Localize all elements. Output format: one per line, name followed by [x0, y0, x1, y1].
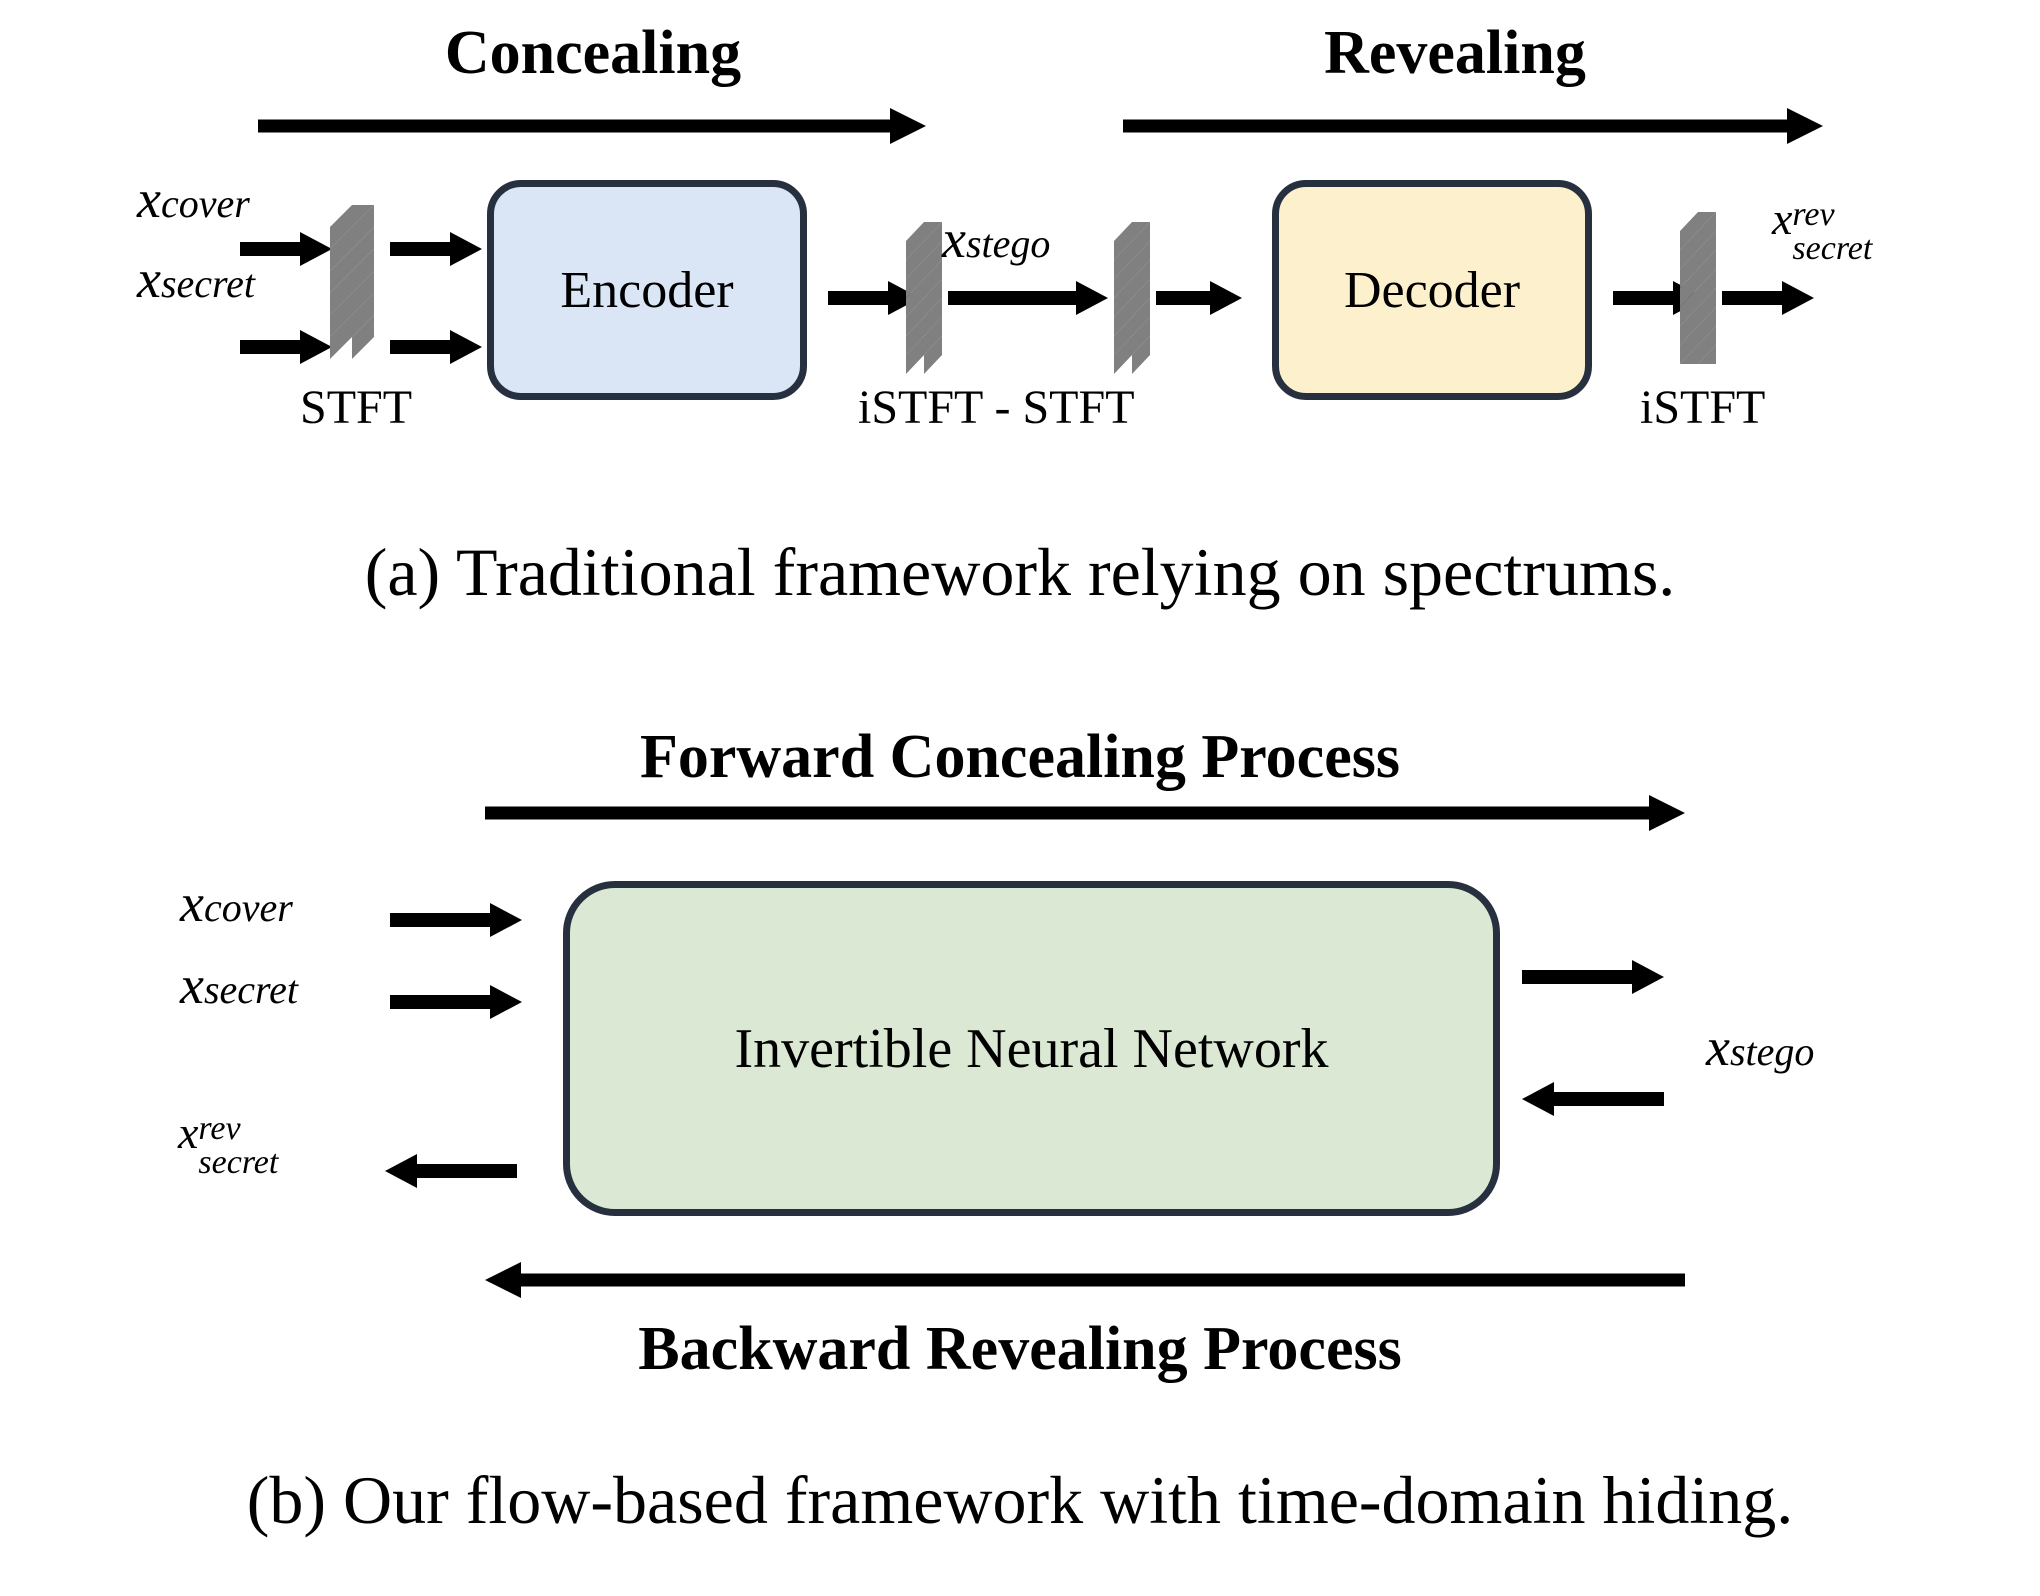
panel-b-heading-backward: Backward Revealing Process [638, 1315, 1402, 1383]
revealing-process-arrow [1123, 108, 1823, 144]
label-x-secret-rev-sup: rev [1792, 196, 1835, 234]
arrow-stego-transfer [948, 281, 1108, 315]
caption-panel-a: (a) Traditional framework relying on spe… [364, 534, 1676, 610]
label-x-stego-base: x [942, 209, 966, 269]
label-x-secret-sub: secret [160, 261, 255, 306]
label-x-stego-panel-b: xstego [1706, 1020, 1814, 1074]
label-x-cover: xcover [137, 172, 250, 226]
label-x-secret-rev-panel-a: x rev secret [1772, 193, 1873, 268]
arrow-inn-to-stego [1522, 960, 1664, 994]
label-x-secret-base-b: x [180, 955, 204, 1015]
arrow-secret-to-stft [240, 330, 332, 364]
label-x-secret-sub-b: secret [203, 967, 298, 1012]
decoder-block-label: Decoder [1343, 261, 1521, 319]
spectrum-lattice-right [1680, 212, 1716, 364]
arrow-stft-to-decoder [1156, 281, 1242, 315]
forward-concealing-arrow [485, 795, 1685, 831]
label-x-cover-panel-b: xcover [180, 876, 293, 930]
arrow-stft-to-encoder-bottom [390, 330, 482, 364]
label-x-secret-rev-sup-b: rev [198, 1110, 241, 1148]
panel-a-heading-concealing: Concealing [444, 19, 742, 87]
label-x-secret-rev-base: x [1772, 193, 1793, 244]
arrow-stft-to-encoder-top [390, 232, 482, 266]
label-x-cover-base-b: x [180, 873, 204, 933]
invertible-neural-network-label: Invertible Neural Network [734, 1017, 1329, 1080]
panel-b-heading-forward: Forward Concealing Process [640, 723, 1400, 791]
spectrum-lattice-istft-mid-right [1114, 222, 1150, 374]
label-stft-left: STFT [300, 381, 413, 434]
label-x-stego-panel-a: xstego [942, 212, 1050, 266]
concealing-process-arrow [258, 108, 926, 144]
label-x-secret-rev-base-b: x [178, 1107, 199, 1158]
backward-revealing-arrow [485, 1262, 1685, 1298]
invertible-neural-network-block: Invertible Neural Network [563, 881, 1500, 1216]
label-x-stego-sub: stego [965, 221, 1051, 266]
arrow-stego-to-inn [1522, 1082, 1664, 1116]
label-x-secret-panel-b: xsecret [180, 958, 298, 1012]
encoder-block: Encoder [487, 180, 807, 400]
label-x-secret-rev-sub-b: secret [198, 1144, 279, 1182]
label-x-cover-sub: cover [160, 181, 250, 226]
arrow-secret-to-inn [390, 985, 522, 1019]
panel-a-heading-revealing: Revealing [1324, 19, 1586, 87]
label-x-cover-sub-b: cover [203, 885, 293, 930]
label-istft-stft-mid: iSTFT - STFT [858, 381, 1135, 434]
spectrum-lattice-istft-mid-left [906, 222, 942, 374]
label-x-stego-base-b: x [1706, 1017, 1730, 1077]
label-x-cover-base: x [137, 169, 161, 229]
label-x-secret-rev-sub: secret [1792, 230, 1873, 268]
label-x-secret-base: x [137, 249, 161, 309]
arrow-cover-to-stft [240, 232, 332, 266]
label-x-secret-rev-panel-b: x rev secret [178, 1107, 279, 1182]
caption-panel-b: (b) Our flow-based framework with time-d… [246, 1462, 1794, 1538]
arrow-cover-to-inn [390, 903, 522, 937]
spectrum-lattice-left [330, 205, 374, 359]
label-x-stego-sub-b: stego [1729, 1029, 1815, 1074]
label-istft-right: iSTFT [1640, 381, 1766, 434]
encoder-block-label: Encoder [560, 261, 734, 319]
decoder-block: Decoder [1272, 180, 1592, 400]
label-x-secret: xsecret [137, 252, 255, 306]
arrow-istft-to-secret-rev [1722, 281, 1814, 315]
arrow-inn-to-secret-rev [385, 1154, 517, 1188]
